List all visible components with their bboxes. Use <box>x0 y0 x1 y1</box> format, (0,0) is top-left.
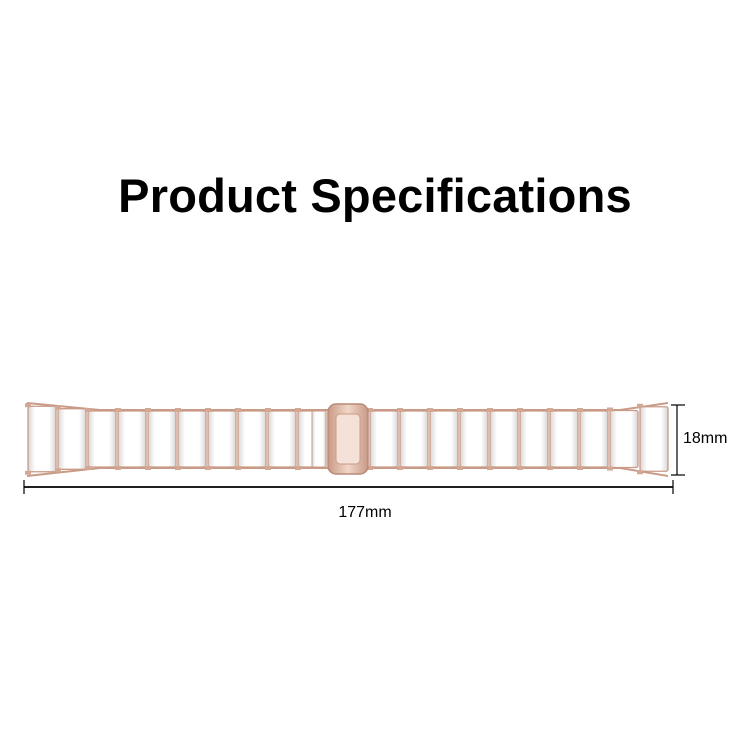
link-pin <box>295 408 301 412</box>
link-pin <box>25 403 31 408</box>
link-pin <box>517 466 523 470</box>
link-pin <box>607 466 613 471</box>
link-pin <box>637 403 643 408</box>
link-pin <box>205 408 211 412</box>
link-pin <box>547 408 553 412</box>
ceramic-link <box>519 410 549 468</box>
ceramic-link <box>177 410 207 468</box>
ceramic-link <box>311 410 327 468</box>
ceramic-link <box>117 410 147 468</box>
link-pin <box>427 408 433 412</box>
link-pin <box>295 466 301 470</box>
band-clasp <box>327 403 369 475</box>
link-pin <box>487 408 493 412</box>
length-label: 177mm <box>338 504 392 521</box>
ceramic-link <box>489 410 519 468</box>
link-pin <box>115 408 121 412</box>
link-pin <box>457 466 463 470</box>
link-pin <box>25 470 31 475</box>
link-pin <box>235 466 241 470</box>
link-pin <box>145 408 151 412</box>
link-pin <box>175 408 181 412</box>
ceramic-link <box>459 410 489 468</box>
link-pin <box>115 466 121 470</box>
ceramic-link <box>639 406 669 472</box>
watch-band <box>25 402 669 477</box>
link-pin <box>145 466 151 470</box>
link-pin <box>367 408 373 412</box>
ceramic-link <box>207 410 237 468</box>
link-pin <box>547 466 553 470</box>
link-pin <box>265 408 271 412</box>
ceramic-link <box>399 410 429 468</box>
link-pin <box>235 408 241 412</box>
link-pin <box>85 466 91 470</box>
link-pin <box>397 466 403 470</box>
page-title: Product Specifications <box>118 169 632 222</box>
link-pin <box>55 405 61 410</box>
width-dimension-line <box>671 404 685 476</box>
link-pin <box>397 408 403 412</box>
link-pin <box>637 470 643 475</box>
link-pin <box>367 466 373 470</box>
link-pin <box>205 466 211 470</box>
link-pin <box>457 408 463 412</box>
link-pin <box>577 408 583 412</box>
ceramic-link <box>369 410 399 468</box>
link-pin <box>265 466 271 470</box>
width-label: 18mm <box>683 430 728 447</box>
length-dimension-line <box>23 480 674 494</box>
ceramic-link <box>57 408 87 470</box>
link-pin <box>517 408 523 412</box>
link-pin <box>427 466 433 470</box>
link-pin <box>55 468 61 473</box>
ceramic-link <box>549 410 579 468</box>
ceramic-link <box>579 410 609 468</box>
ceramic-link <box>267 410 297 468</box>
ceramic-link <box>609 409 639 469</box>
ceramic-link <box>87 410 117 468</box>
link-pin <box>577 466 583 470</box>
link-pin <box>85 408 91 412</box>
ceramic-link <box>147 410 177 468</box>
link-pin <box>487 466 493 470</box>
link-pin <box>607 407 613 412</box>
ceramic-link <box>429 410 459 468</box>
link-pin <box>175 466 181 470</box>
ceramic-link <box>27 405 57 473</box>
ceramic-link <box>237 410 267 468</box>
